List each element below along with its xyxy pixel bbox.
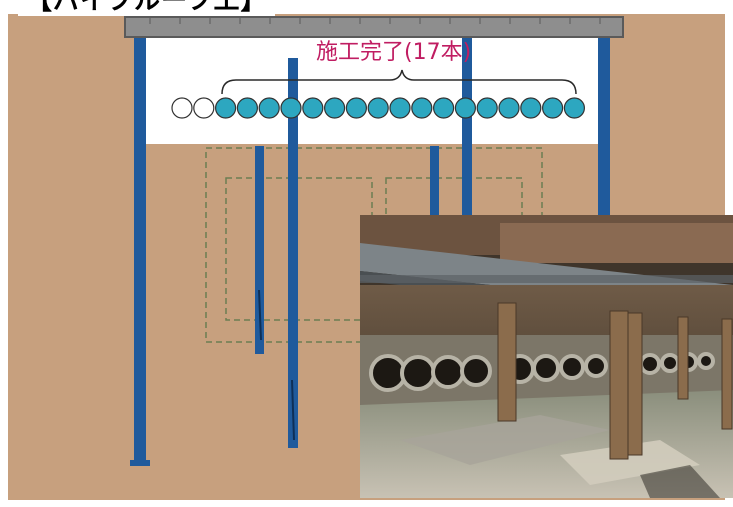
deck-slab — [124, 16, 624, 38]
pipe-completed — [433, 97, 455, 119]
pipe-completed — [280, 97, 302, 119]
piles — [130, 38, 610, 466]
pile-left — [134, 38, 146, 464]
pile-mid-1 — [255, 146, 264, 354]
completed-bracket — [221, 69, 577, 95]
pipe-completed — [302, 97, 324, 119]
pile-mid-2 — [288, 58, 298, 448]
pipe-completed — [520, 97, 542, 119]
pile-left-base — [130, 460, 150, 466]
pile-right — [598, 38, 610, 218]
pipe-completed — [541, 97, 564, 119]
pipe-completed — [258, 97, 280, 119]
pipe-pending — [193, 97, 215, 119]
pipe-completed — [389, 97, 411, 119]
pipe-completed — [454, 97, 476, 119]
pipe-completed — [476, 97, 498, 119]
pipe-completed — [563, 97, 586, 119]
page-title: 【パイプルーフ工】 — [18, 0, 276, 16]
pile-mid-3 — [430, 146, 439, 216]
pipe-completed — [411, 97, 433, 119]
slab-ticks — [149, 16, 601, 24]
pipe-pending — [171, 97, 193, 119]
pipe-completed — [236, 97, 258, 119]
pipe-row — [171, 97, 586, 119]
pipe-completed — [367, 97, 389, 119]
pipe-completed — [324, 97, 346, 119]
pile-mid-4 — [462, 38, 472, 218]
pipe-completed — [215, 97, 237, 119]
status-label: 施工完了(17本) — [316, 40, 472, 65]
site-photo — [360, 215, 733, 498]
pipe-completed — [498, 97, 520, 119]
pipe-completed — [345, 97, 367, 119]
pipe-section-panel — [146, 38, 598, 144]
